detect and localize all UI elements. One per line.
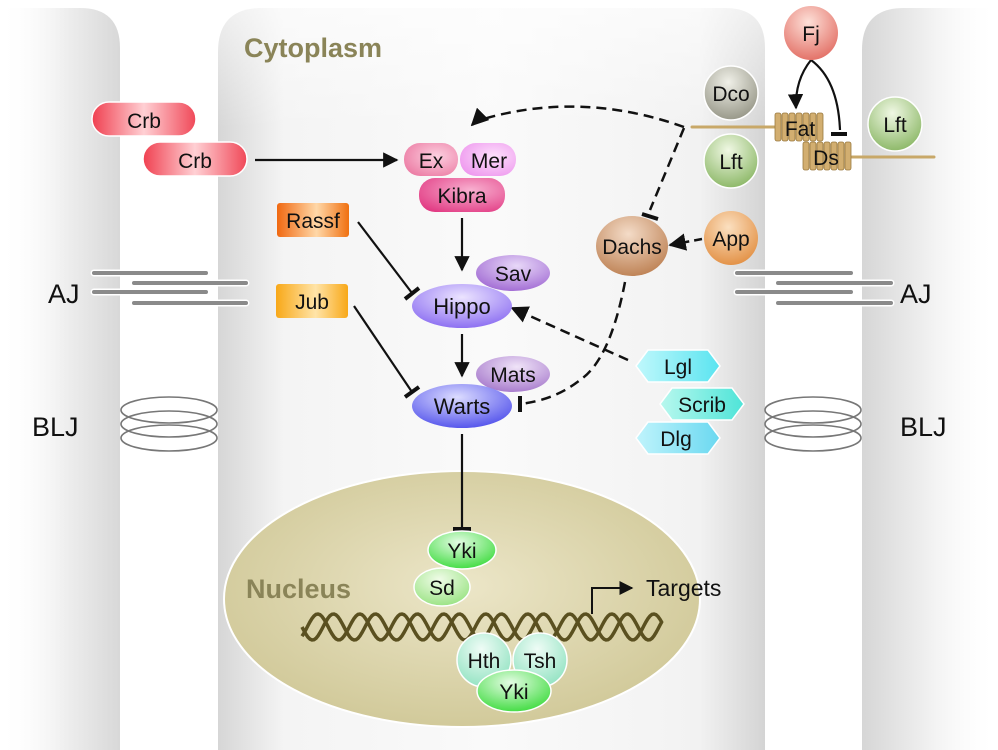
- targets-label: Targets: [646, 575, 721, 601]
- node-jub[interactable]: Jub: [276, 284, 348, 318]
- node-rassf-label: Rassf: [286, 210, 340, 233]
- edge-lgl-to-hippo: [510, 306, 629, 362]
- edge-rassf-inhibits-hippo: [357, 221, 421, 301]
- node-dlg[interactable]: Dlg: [635, 421, 721, 455]
- node-crb-2-label: Crb: [178, 150, 212, 173]
- node-rassf[interactable]: Rassf: [277, 203, 349, 237]
- node-scrib-label: Scrib: [678, 394, 726, 417]
- edge-jub-inhibits-warts: [353, 305, 421, 399]
- fat-cadherin-repeat: [781, 112, 789, 142]
- node-yki-bottom-label: Yki: [499, 681, 528, 704]
- edge-app-to-dachs: [668, 233, 703, 251]
- ds-cadherin-repeat: [816, 141, 824, 171]
- node-dco[interactable]: Dco: [703, 65, 759, 121]
- node-ex[interactable]: Ex: [404, 143, 458, 176]
- ds-cadherin-repeat: [837, 141, 845, 171]
- node-fj-label: Fj: [802, 23, 820, 46]
- node-yki-top-label: Yki: [447, 540, 476, 563]
- ds-cadherin-repeat: [809, 141, 817, 171]
- node-hth-label: Hth: [468, 650, 501, 673]
- node-lgl-label: Lgl: [664, 356, 692, 379]
- node-scrib[interactable]: Scrib: [659, 387, 745, 421]
- blj-right-label: BLJ: [900, 412, 947, 442]
- node-fj[interactable]: Fj: [784, 6, 838, 60]
- basolateral-junction-right: [764, 396, 862, 452]
- aj-left-label: AJ: [48, 279, 80, 309]
- node-lft-right[interactable]: Lft: [867, 96, 923, 152]
- transcription-arrow: [591, 581, 634, 614]
- fat-cadherin-repeat: [802, 112, 810, 142]
- node-app[interactable]: App: [704, 211, 758, 265]
- node-fat-label: Fat: [785, 118, 816, 141]
- ds-cadherin-repeat: [802, 141, 810, 171]
- fat-cadherin-repeat: [816, 112, 824, 142]
- node-sav-label: Sav: [495, 263, 532, 286]
- nucleus-label: Nucleus: [246, 574, 351, 604]
- node-yki-bottom[interactable]: Yki: [476, 669, 552, 713]
- ds-cadherin-repeat: [844, 141, 852, 171]
- edge-fj-inhibits-ds: [810, 59, 847, 136]
- node-lft-right-label: Lft: [883, 114, 907, 137]
- aj-right-label: AJ: [900, 279, 932, 309]
- edge-fat-to-ex: [470, 105, 685, 129]
- node-dachs[interactable]: Dachs: [596, 216, 668, 276]
- node-lgl[interactable]: Lgl: [635, 349, 721, 383]
- node-dachs-label: Dachs: [602, 236, 662, 259]
- node-crb-2[interactable]: Crb: [142, 141, 248, 177]
- node-jub-label: Jub: [295, 291, 329, 314]
- node-ds[interactable]: Ds: [802, 141, 852, 171]
- cell-right: [862, 8, 998, 750]
- fat-cadherin-repeat: [788, 112, 796, 142]
- node-warts-label: Warts: [434, 394, 491, 419]
- adherens-junction-left: [90, 269, 250, 307]
- edge-fat-inhibits-dachs: [641, 127, 686, 221]
- node-mer-label: Mer: [471, 150, 507, 173]
- node-mer[interactable]: Mer: [460, 143, 516, 176]
- node-fat[interactable]: Fat: [774, 112, 824, 142]
- edge-warts-inhibits-yki: [453, 434, 471, 531]
- node-yki-top[interactable]: Yki: [427, 530, 497, 570]
- node-dlg-label: Dlg: [660, 428, 692, 451]
- basolateral-junction-left: [120, 396, 218, 452]
- cytoplasm-label: Cytoplasm: [244, 33, 382, 63]
- edge-dachs-inhibits-warts: [518, 281, 627, 412]
- fat-cadherin-repeat: [809, 112, 817, 142]
- node-tsh-label: Tsh: [524, 650, 557, 673]
- node-kibra[interactable]: Kibra: [419, 178, 505, 212]
- node-ex-label: Ex: [419, 150, 444, 173]
- node-ds-label: Ds: [813, 147, 839, 170]
- node-app-label: App: [712, 228, 749, 251]
- node-sd-label: Sd: [429, 577, 455, 600]
- cell-left: [0, 8, 120, 750]
- blj-left-label: BLJ: [32, 412, 79, 442]
- fat-cadherin-repeat: [774, 112, 782, 142]
- node-kibra-label: Kibra: [437, 185, 486, 208]
- node-mats[interactable]: Mats: [476, 356, 550, 392]
- node-mats-label: Mats: [490, 364, 536, 387]
- node-lft-left-label: Lft: [719, 151, 743, 174]
- ds-cadherin-repeat: [830, 141, 838, 171]
- node-dco-label: Dco: [712, 83, 749, 106]
- dna-strand-2: [300, 612, 664, 642]
- node-hippo[interactable]: Hippo: [412, 284, 512, 328]
- node-hippo-label: Hippo: [433, 294, 490, 319]
- fat-cadherin-repeat: [795, 112, 803, 142]
- adherens-junction-right: [733, 269, 895, 307]
- edge-fj-to-fat: [787, 59, 812, 110]
- node-warts[interactable]: Warts: [412, 384, 512, 428]
- node-sav[interactable]: Sav: [476, 255, 550, 291]
- node-sd[interactable]: Sd: [413, 567, 471, 607]
- ds-cadherin-repeat: [823, 141, 831, 171]
- node-crb-1-label: Crb: [127, 110, 161, 133]
- node-lft-left[interactable]: Lft: [703, 133, 759, 189]
- node-crb-1[interactable]: Crb: [91, 101, 197, 137]
